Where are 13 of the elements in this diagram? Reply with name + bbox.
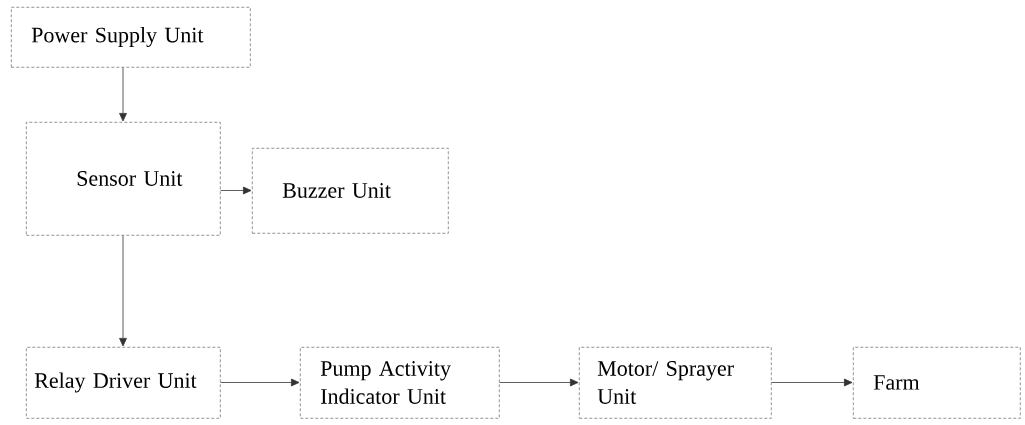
unit-box: Relay Driver Unit bbox=[26, 347, 221, 419]
arrow bbox=[119, 235, 127, 347]
arrow bbox=[771, 378, 853, 387]
unit-box: Pump Activity Indicator Unit bbox=[300, 347, 500, 419]
unit-box: Farm bbox=[853, 347, 1021, 419]
unit-box: Sensor Unit bbox=[26, 122, 221, 236]
arrow bbox=[119, 67, 127, 122]
unit-box: Motor/ Sprayer Unit bbox=[579, 347, 772, 419]
arrow bbox=[499, 378, 579, 387]
unit-box: Buzzer Unit bbox=[252, 148, 449, 234]
arrow bbox=[220, 186, 252, 195]
arrow bbox=[220, 378, 300, 387]
unit-box: Power Supply Unit bbox=[11, 7, 251, 68]
